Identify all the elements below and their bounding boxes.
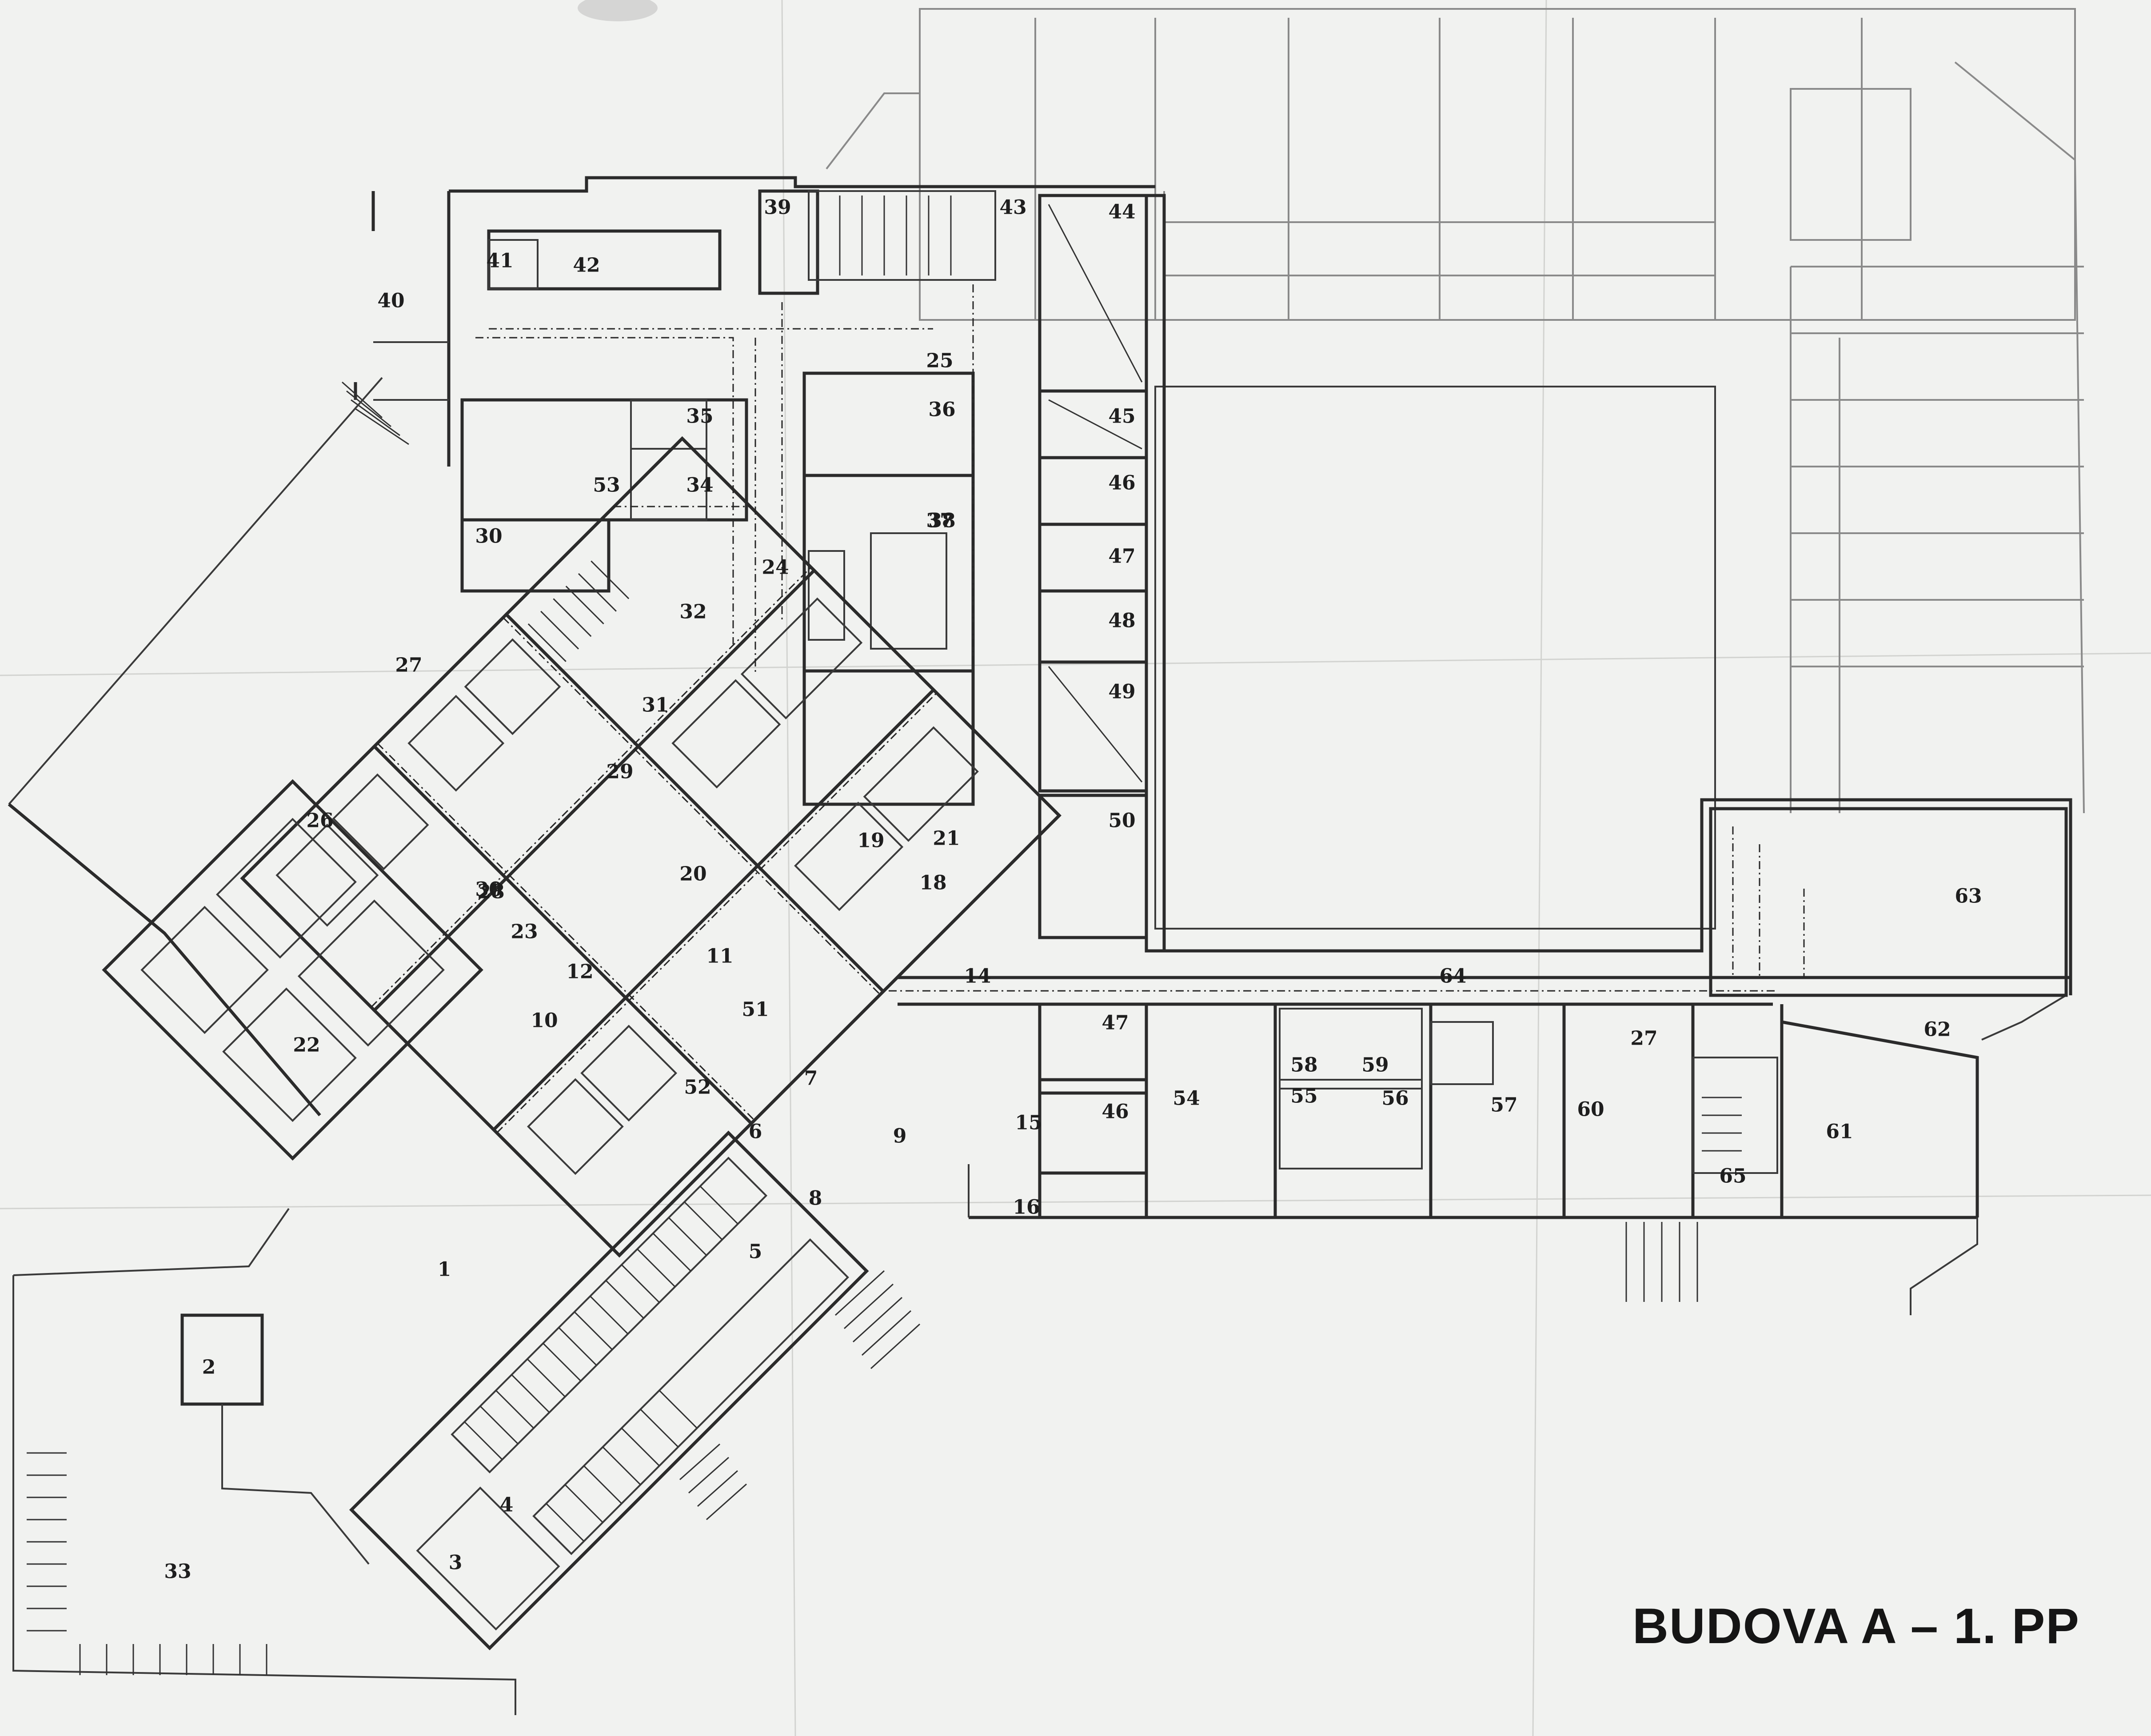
room-label: 44 <box>1108 201 1135 223</box>
room-label: 21 <box>933 827 960 850</box>
room-label: 59 <box>1361 1054 1389 1077</box>
room-label: 57 <box>1490 1094 1517 1117</box>
room-label: 64 <box>1439 965 1466 988</box>
west-boundary <box>8 377 516 1715</box>
room-label: 48 <box>1108 610 1135 632</box>
room-label: 34 <box>686 474 713 497</box>
room-label: 28 <box>477 881 504 903</box>
room-label: 43 <box>999 196 1026 219</box>
room-label: 8 <box>809 1187 822 1210</box>
room-label: 30 <box>475 878 502 901</box>
room-label: 52 <box>684 1076 711 1099</box>
north-block <box>447 176 1155 939</box>
room-label: 54 <box>1173 1087 1200 1110</box>
west-wing <box>102 779 483 1161</box>
room-label: 51 <box>742 998 769 1021</box>
room-label: 58 <box>1290 1054 1317 1077</box>
room-label: 53 <box>593 474 620 497</box>
room-label: 46 <box>1101 1101 1129 1123</box>
room-label: 6 <box>749 1121 762 1143</box>
room-label: 35 <box>686 405 713 428</box>
room-labels: 40 41 42 39 43 44 45 46 47 48 49 50 25 3… <box>164 196 1982 1583</box>
room-label: 45 <box>1108 405 1135 428</box>
room-label: 33 <box>164 1560 191 1583</box>
room-label: 30 <box>475 525 502 548</box>
paper-stain <box>578 0 658 21</box>
room-label: 47 <box>1108 545 1135 568</box>
room-label: 24 <box>762 556 789 579</box>
service-pipes <box>475 284 974 675</box>
room-label: 39 <box>764 196 791 219</box>
room-label: 2 <box>202 1356 216 1379</box>
south-corridor <box>889 976 2071 1315</box>
east-room <box>1709 807 2068 997</box>
room-label: 29 <box>606 761 633 783</box>
room-label: 32 <box>679 601 706 623</box>
room-label: 9 <box>893 1125 907 1148</box>
central-diagonal-wing <box>240 436 1062 1258</box>
room-label: 27 <box>1630 1027 1657 1050</box>
room-label: 38 <box>928 510 955 532</box>
room-label: 50 <box>1108 810 1135 832</box>
room-label: 14 <box>964 965 991 988</box>
room-label: 41 <box>486 250 513 272</box>
room-label: 20 <box>679 863 706 886</box>
room-label: 36 <box>928 399 955 421</box>
room-label: 56 <box>1381 1087 1409 1110</box>
room-label: 47 <box>1101 1012 1129 1034</box>
room-label: 27 <box>395 654 422 677</box>
room-label: 49 <box>1108 681 1135 703</box>
northwest-rooms <box>342 191 748 593</box>
room-label: 10 <box>531 1010 558 1032</box>
room-label: 40 <box>377 290 404 312</box>
drawing-title: BUDOVA A – 1. PP <box>1632 1598 2080 1654</box>
room-label: 22 <box>293 1034 320 1057</box>
room-label: 18 <box>919 872 946 894</box>
room-label: 1 <box>438 1258 451 1281</box>
room-label: 19 <box>857 830 884 852</box>
room-label: 16 <box>1013 1196 1040 1219</box>
room-label: 7 <box>804 1067 818 1090</box>
south-stair-block <box>349 1130 869 1651</box>
room-label: 62 <box>1924 1018 1951 1041</box>
room-label: 23 <box>511 921 538 943</box>
room-label: 15 <box>1015 1112 1042 1134</box>
south-stair-right <box>679 1270 921 1520</box>
room-label: 61 <box>1826 1121 1853 1143</box>
courtyard <box>1145 194 2072 995</box>
room-label: 60 <box>1577 1098 1604 1121</box>
room-label: 3 <box>449 1552 463 1574</box>
upper-east-block <box>826 8 2085 814</box>
room-label: 4 <box>500 1494 514 1517</box>
room-label: 63 <box>1955 885 1982 908</box>
room-label: 65 <box>1719 1165 1746 1188</box>
room-label: 12 <box>566 961 593 983</box>
room-label: 5 <box>749 1241 762 1263</box>
room-label: 31 <box>642 694 669 717</box>
room-label: 37 <box>926 510 953 532</box>
room-label: 26 <box>306 810 333 832</box>
room-label: 25 <box>926 350 953 372</box>
room-label: 42 <box>573 254 600 277</box>
room-label: 46 <box>1108 472 1135 495</box>
room-label: 11 <box>706 945 733 968</box>
room-label: 55 <box>1290 1085 1317 1108</box>
